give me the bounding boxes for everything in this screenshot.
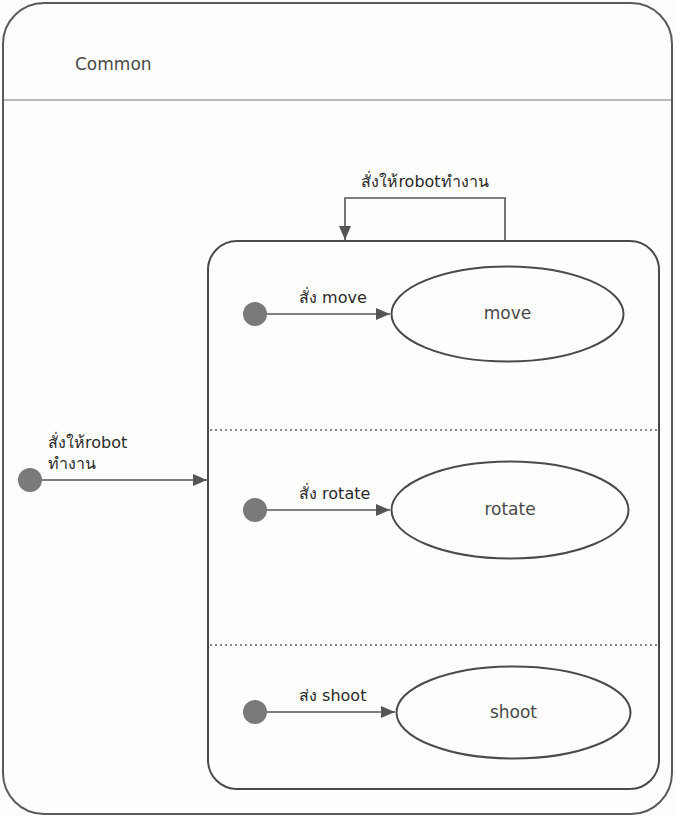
transition-label: สั่ง rotate: [297, 484, 372, 505]
state-ellipse: move: [390, 265, 625, 363]
transition-arrow: [267, 711, 395, 713]
transition-label: สั่งให้robotทำงาน: [359, 172, 490, 193]
state-name: move: [484, 303, 531, 324]
initial-state: [243, 498, 267, 522]
transition-arrow: [42, 479, 207, 481]
initial-state: [18, 468, 42, 492]
state-name: shoot: [490, 702, 537, 723]
ellipse-outline: [397, 667, 631, 759]
header-divider: [4, 99, 671, 100]
composite-state: move rotate shoot: [207, 240, 660, 790]
region-divider: [210, 429, 658, 431]
transition-label: สั่งให้robot ทำงาน: [46, 433, 162, 475]
state-name: rotate: [484, 499, 535, 520]
transition-arrow: [345, 198, 505, 240]
transition-label: ส่ง shoot: [297, 686, 368, 707]
initial-state: [243, 700, 267, 724]
initial-state: [243, 302, 267, 326]
state-ellipse: rotate: [390, 460, 630, 560]
ellipse-outline: [392, 462, 629, 559]
state-ellipse: shoot: [395, 665, 632, 760]
state-name: Common: [75, 54, 152, 75]
transition-arrow: [267, 509, 390, 511]
ellipse-outline: [392, 267, 624, 362]
transition-label: สั่ง move: [297, 288, 369, 309]
transition-arrow: [267, 313, 390, 315]
region-divider: [210, 644, 658, 646]
